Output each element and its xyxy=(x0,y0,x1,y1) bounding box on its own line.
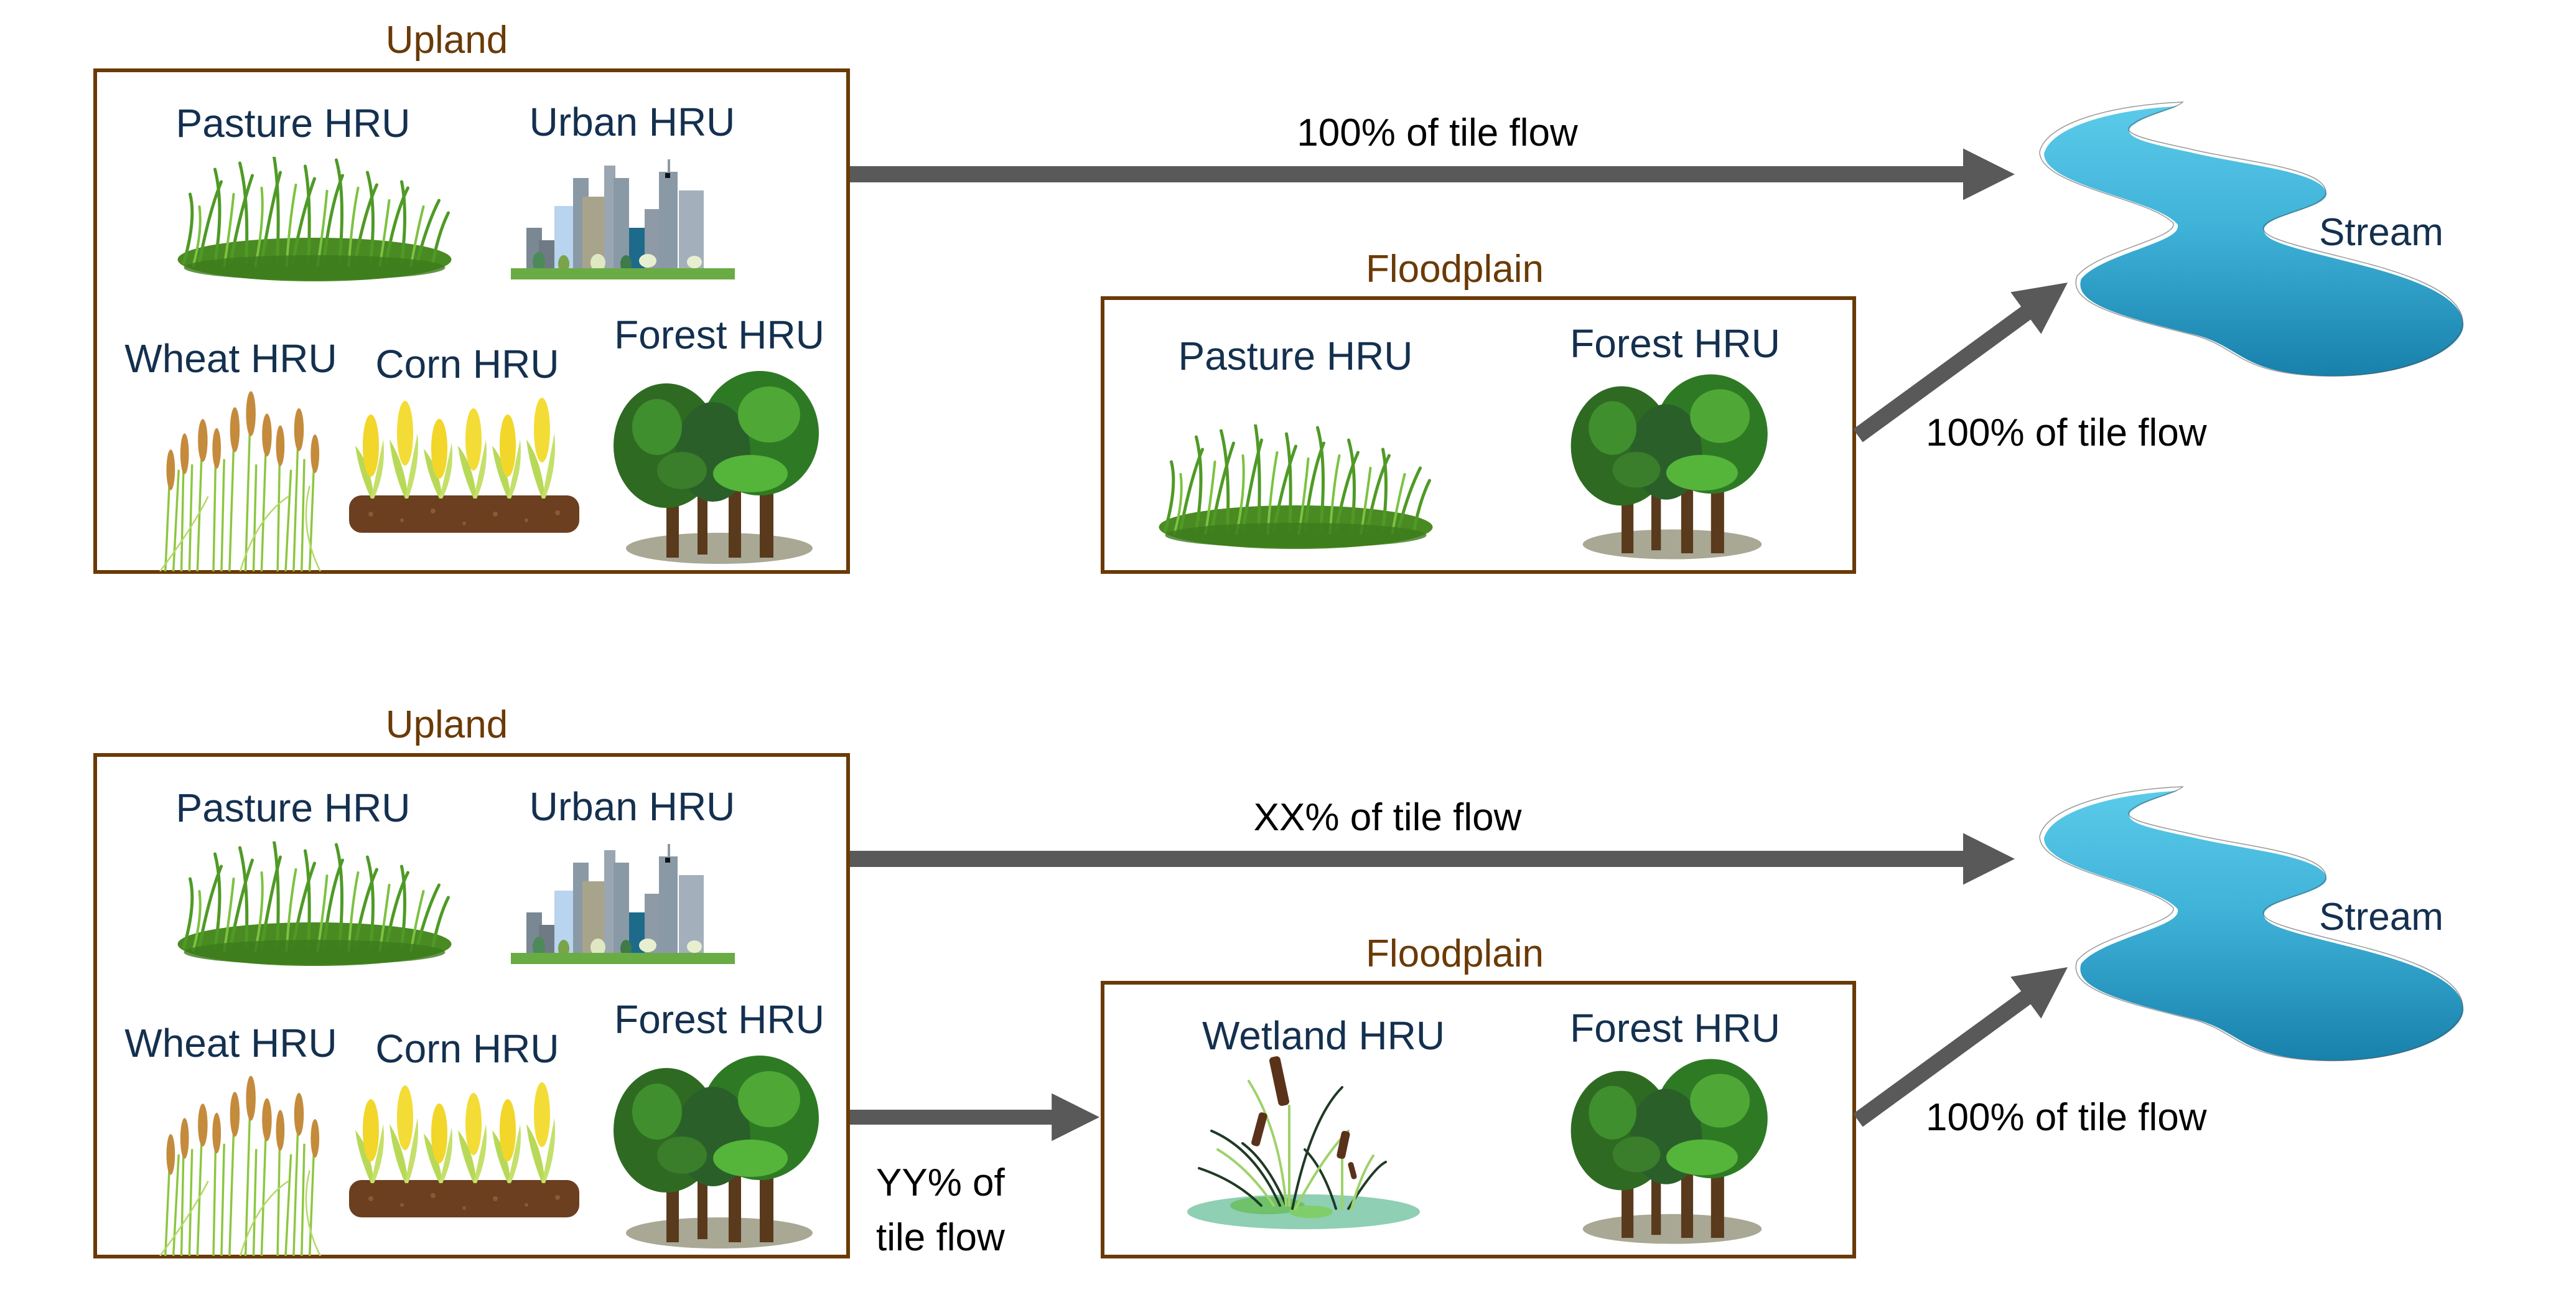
floodplain-label: Floodplain xyxy=(1365,932,1544,975)
flow-label-floodplain-to-stream: 100% of tile flow xyxy=(1926,1096,2207,1139)
flow-arrows xyxy=(850,833,2068,1141)
hru-label-forest: Forest HRU xyxy=(614,312,824,357)
upland-label: Upland xyxy=(385,19,508,62)
hru-label-corn: Corn HRU xyxy=(375,342,559,386)
stream-label: Stream xyxy=(2319,896,2443,939)
floodplain-box: Wetland HRU Forest HRU xyxy=(1101,981,1856,1258)
hru-label-urban: Urban HRU xyxy=(529,100,735,144)
upland-label: Upland xyxy=(385,703,508,746)
hru-label-wheat: Wheat HRU xyxy=(124,1021,337,1066)
hru-label-pasture: Pasture HRU xyxy=(175,101,411,146)
flow-label-upland-to-stream: 100% of tile flow xyxy=(1297,111,1578,154)
upland-box: Pasture HRU Urban HRU Wheat HRU Corn HRU… xyxy=(93,753,850,1258)
flow-label-upland-to-floodplain-line1: YY% of xyxy=(876,1161,1005,1204)
flow-label-floodplain-to-stream: 100% of tile flow xyxy=(1926,411,2207,454)
hru-label-forest: Forest HRU xyxy=(1570,321,1780,366)
hru-label-wheat: Wheat HRU xyxy=(124,336,337,381)
arrow-floodplain-to-stream xyxy=(1853,283,2068,443)
floodplain-box: Pasture HRU Forest HRU xyxy=(1101,296,1856,574)
scenario-1: Upland Pasture HRU Urban HRU Wheat HRU C… xyxy=(0,0,2576,622)
flow-arrows xyxy=(850,148,2068,443)
floodplain-label: Floodplain xyxy=(1365,248,1544,291)
hru-label-corn: Corn HRU xyxy=(375,1026,559,1071)
flow-label-upland-to-floodplain-line2: tile flow xyxy=(876,1216,1005,1259)
stream-label: Stream xyxy=(2319,211,2443,254)
hru-label-wetland: Wetland HRU xyxy=(1202,1013,1445,1058)
arrow-floodplain-to-stream xyxy=(1853,967,2068,1127)
hru-label-forest: Forest HRU xyxy=(614,997,824,1042)
scenario-2: Upland Pasture HRU Urban HRU Wheat HRU C… xyxy=(0,685,2576,1307)
hru-label-urban: Urban HRU xyxy=(529,784,735,829)
hru-label-pasture: Pasture HRU xyxy=(1178,334,1413,378)
flow-label-upland-to-stream: XX% of tile flow xyxy=(1253,796,1522,839)
hru-label-forest: Forest HRU xyxy=(1570,1006,1780,1051)
upland-box: Pasture HRU Urban HRU Wheat HRU Corn HRU… xyxy=(93,68,850,574)
hru-label-pasture: Pasture HRU xyxy=(175,785,411,830)
